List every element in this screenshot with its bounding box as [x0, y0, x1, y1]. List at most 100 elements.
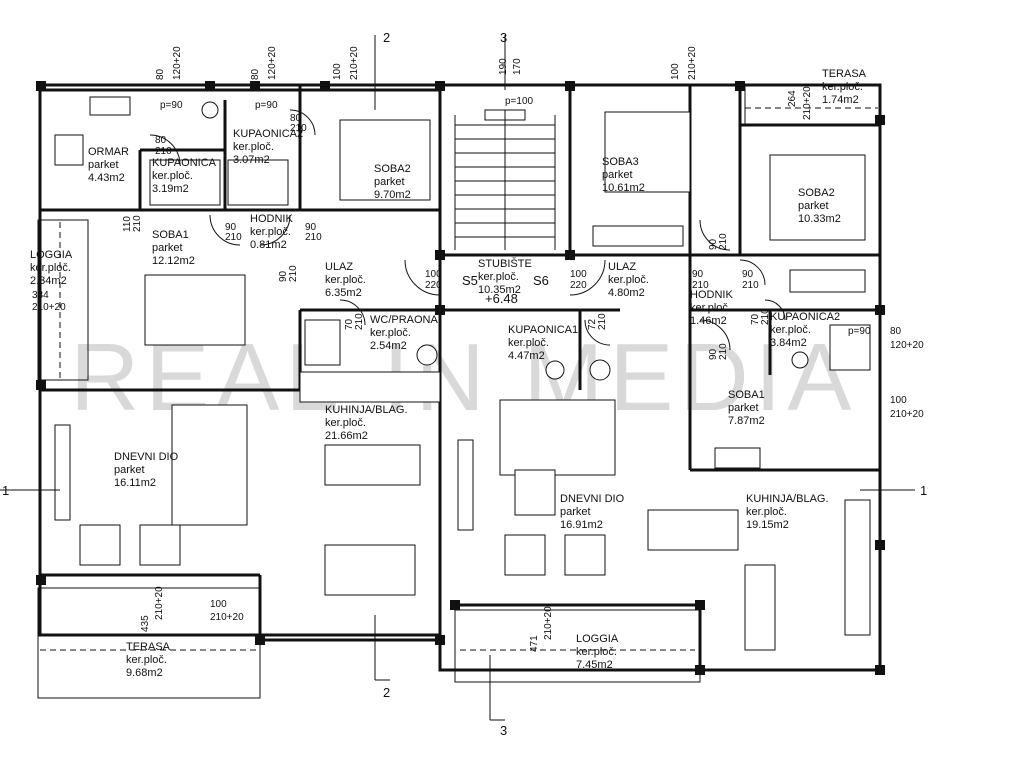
svg-text:70: 70: [750, 313, 761, 325]
svg-text:210: 210: [225, 232, 242, 243]
svg-text:ker.ploč.: ker.ploč.: [822, 81, 863, 93]
svg-text:80: 80: [155, 68, 166, 80]
furniture: [54, 101, 871, 651]
svg-text:120+20: 120+20: [267, 46, 278, 80]
svg-text:ker.ploč.: ker.ploč.: [233, 141, 274, 153]
svg-text:HODNIK: HODNIK: [690, 289, 733, 301]
svg-text:DNEVNI DIO: DNEVNI DIO: [560, 493, 625, 505]
svg-text:2.54m2: 2.54m2: [370, 340, 407, 352]
svg-text:210: 210: [597, 313, 608, 330]
svg-text:210: 210: [742, 280, 759, 291]
svg-text:SOBA3: SOBA3: [602, 156, 639, 168]
svg-text:100: 100: [210, 599, 227, 610]
svg-text:210: 210: [718, 343, 729, 360]
svg-text:210: 210: [718, 233, 729, 250]
svg-text:2.34m2: 2.34m2: [30, 275, 67, 287]
room-kupaonica1-right: KUPAONICA1 ker.ploč. 4.47m2: [508, 324, 578, 362]
svg-text:100: 100: [670, 63, 681, 80]
svg-text:100: 100: [570, 269, 587, 280]
svg-text:80: 80: [290, 113, 302, 124]
svg-text:4.80m2: 4.80m2: [608, 287, 645, 299]
room-stubiste: STUBIŠTE ker.ploč. 10.35m2 +6.48 S5 S6: [462, 257, 549, 306]
room-kuhinja-right: KUHINJA/BLAG. ker.ploč. 19.15m2: [746, 493, 829, 531]
svg-text:16.91m2: 16.91m2: [560, 519, 603, 531]
svg-text:parket: parket: [88, 159, 119, 171]
svg-text:210: 210: [305, 232, 322, 243]
svg-text:7.87m2: 7.87m2: [728, 415, 765, 427]
room-ormar: ORMAR parket 4.43m2: [88, 146, 129, 184]
svg-text:100: 100: [425, 269, 442, 280]
stair-level: +6.48: [485, 291, 518, 306]
svg-text:80: 80: [250, 68, 261, 80]
svg-text:parket: parket: [602, 169, 633, 181]
svg-text:80: 80: [155, 135, 167, 146]
stair-s6: S6: [533, 273, 549, 288]
svg-text:SOBA1: SOBA1: [728, 389, 765, 401]
svg-text:90: 90: [692, 269, 704, 280]
svg-text:ker.ploč.: ker.ploč.: [576, 646, 617, 658]
svg-text:210: 210: [132, 215, 143, 232]
svg-text:SOBA1: SOBA1: [152, 229, 189, 241]
svg-text:210+20: 210+20: [890, 409, 924, 420]
svg-text:471: 471: [529, 635, 540, 652]
svg-text:210+20: 210+20: [210, 612, 244, 623]
svg-text:19.15m2: 19.15m2: [746, 519, 789, 531]
svg-text:KUPAONICA1: KUPAONICA1: [508, 324, 578, 336]
svg-text:parket: parket: [560, 506, 591, 518]
svg-text:16.11m2: 16.11m2: [114, 477, 156, 489]
svg-text:210: 210: [760, 308, 771, 325]
svg-text:LOGGIA: LOGGIA: [576, 633, 619, 645]
svg-text:10.35m2: 10.35m2: [478, 284, 521, 296]
svg-text:TERASA: TERASA: [822, 68, 867, 80]
section-mark-3-top: 3: [500, 30, 507, 45]
svg-text:ULAZ: ULAZ: [325, 261, 353, 273]
room-kupaonica-left: KUPAONICA ker.ploč. 3.19m2: [152, 157, 217, 195]
svg-text:ker.ploč.: ker.ploč.: [250, 226, 291, 238]
svg-text:110: 110: [122, 216, 133, 232]
section-marks: 1 1 2 2 3 3: [2, 30, 927, 738]
section-mark-1-left: 1: [2, 483, 9, 498]
room-terasa-left: TERASA ker.ploč. 9.68m2: [126, 641, 171, 679]
svg-text:STUBIŠTE: STUBIŠTE: [478, 257, 532, 270]
stair-s5: S5: [462, 273, 478, 288]
room-hodnik-left: HODNIK ker.ploč. 0.81m2: [250, 213, 293, 251]
room-soba2-right: SOBA2 parket 10.33m2: [798, 187, 841, 225]
svg-text:334: 334: [32, 290, 49, 301]
room-kupaonica2-left: KUPAONICA2 ker.ploč. 3.07m2: [233, 128, 303, 166]
room-loggia-left: LOGGIA ker.ploč. 2.34m2: [30, 249, 73, 287]
dimension-labels: 80 120+20 80 120+20 100 210+20 190 170 1…: [32, 46, 924, 652]
svg-text:220: 220: [570, 280, 587, 291]
svg-text:ker.ploč.: ker.ploč.: [325, 417, 366, 429]
svg-text:parket: parket: [728, 402, 759, 414]
room-loggia-right: LOGGIA ker.ploč. 7.45m2: [576, 633, 619, 671]
svg-text:9.70m2: 9.70m2: [374, 189, 411, 201]
section-mark-1-right: 1: [920, 483, 927, 498]
room-wc-left: WC/PRAONA ker.ploč. 2.54m2: [370, 314, 439, 352]
svg-text:ker.ploč.: ker.ploč.: [370, 327, 411, 339]
svg-text:210+20: 210+20: [687, 46, 698, 80]
svg-text:parket: parket: [114, 464, 145, 476]
svg-text:p=90: p=90: [255, 100, 278, 111]
room-kuhinja-left: KUHINJA/BLAG. ker.ploč. 21.66m2: [325, 404, 408, 442]
svg-text:ULAZ: ULAZ: [608, 261, 636, 273]
svg-text:210+20: 210+20: [802, 86, 813, 120]
section-lines: [0, 35, 915, 721]
svg-text:SOBA2: SOBA2: [798, 187, 835, 199]
svg-text:120+20: 120+20: [172, 46, 183, 80]
room-dnevni-right: DNEVNI DIO parket 16.91m2: [560, 493, 625, 531]
section-mark-3-bottom: 3: [500, 723, 507, 738]
room-ulaz-left: ULAZ ker.ploč. 6.35m2: [325, 261, 366, 299]
svg-text:90: 90: [742, 269, 754, 280]
svg-text:210: 210: [354, 313, 365, 330]
section-mark-2-top: 2: [383, 30, 390, 45]
svg-text:100: 100: [890, 395, 907, 406]
svg-text:ker.ploč.: ker.ploč.: [325, 274, 366, 286]
svg-text:ker.ploč.: ker.ploč.: [126, 654, 167, 666]
svg-text:ker.ploč.: ker.ploč.: [508, 337, 549, 349]
svg-text:210: 210: [692, 280, 709, 291]
svg-text:HODNIK: HODNIK: [250, 213, 293, 225]
svg-text:parket: parket: [152, 242, 183, 254]
svg-text:90: 90: [225, 222, 237, 233]
svg-text:264: 264: [787, 90, 798, 107]
